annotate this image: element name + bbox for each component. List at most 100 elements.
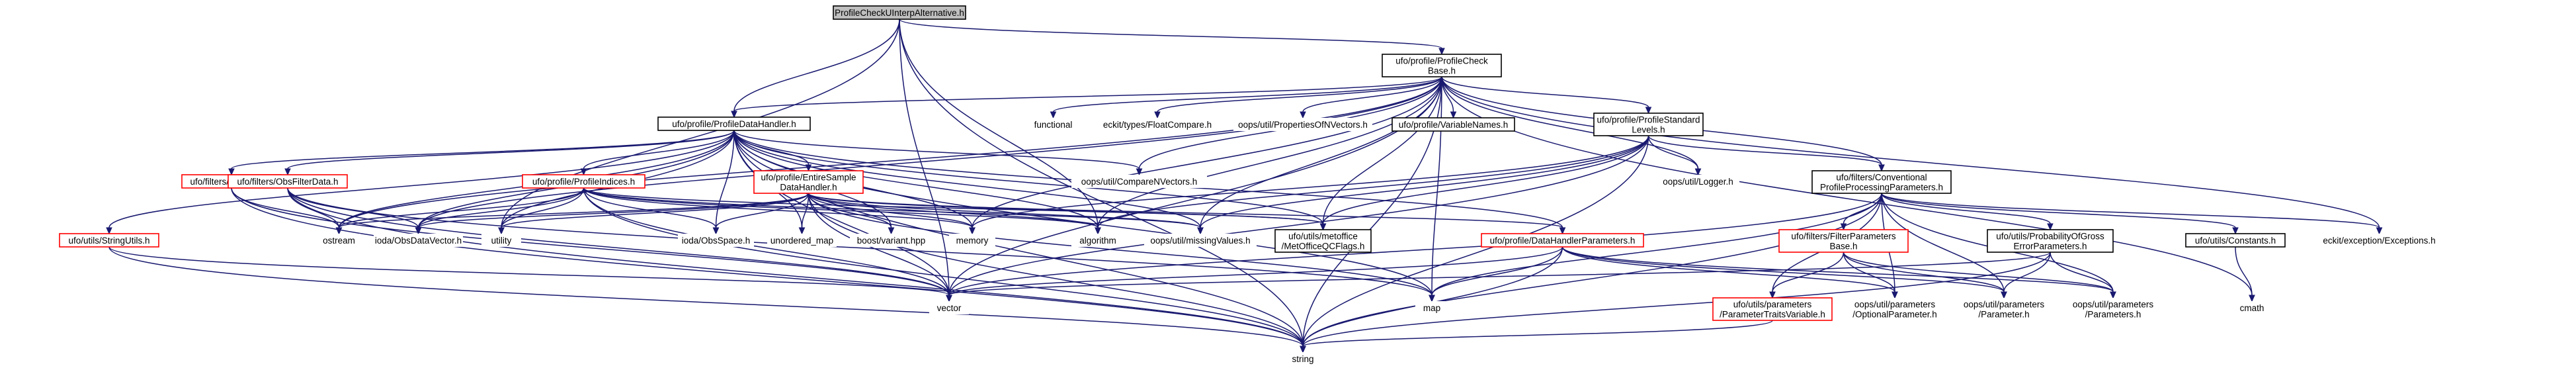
node-pdhp[interactable]: ufo/profile/DataHandlerParameters.h xyxy=(1481,233,1644,248)
edge-esdh-to-string xyxy=(808,193,1306,353)
edge-pcb-to-psl xyxy=(1441,76,1652,115)
node-label: oops/util/missingValues.h xyxy=(1150,236,1250,246)
node-label: Base.h xyxy=(1428,66,1456,76)
node-label: ioda/ObsDataVector.h xyxy=(375,236,462,246)
node-cmpnv: oops/util/CompareNVectors.h xyxy=(1071,175,1207,188)
node-label: ProfileCheckUInterpAlternative.h xyxy=(835,8,964,18)
node-label: eckit/exception/Exceptions.h xyxy=(2323,236,2435,246)
node-label: utility xyxy=(491,236,512,246)
node-map: map xyxy=(1415,301,1448,314)
edge-pcb-to-pdh xyxy=(731,76,1442,118)
node-label: eckit/types/FloatCompare.h xyxy=(1103,120,1212,130)
node-memory: memory xyxy=(949,234,995,247)
node-pidx[interactable]: ufo/profile/ProfileIndices.h xyxy=(522,174,645,189)
node-label: oops/util/Logger.h xyxy=(1663,177,1733,187)
edge-pcb-to-functional xyxy=(1050,76,1442,119)
node-label: ufo/utils/Constants.h xyxy=(2195,236,2276,246)
edge-esdh-to-iodaodv xyxy=(415,193,810,235)
node-metqc[interactable]: ufo/utils/metoffice/MetOfficeQCFlags.h xyxy=(1274,229,1372,253)
node-label: algorithm xyxy=(1079,236,1116,246)
node-obsfd[interactable]: ufo/filters/ObsFilterData.h xyxy=(228,174,348,189)
edge-pdhp-to-map xyxy=(1429,246,1563,302)
node-consts[interactable]: ufo/utils/Constants.h xyxy=(2185,233,2286,248)
node-varnames[interactable]: ufo/profile/VariableNames.h xyxy=(1392,117,1515,132)
node-label: map xyxy=(1423,303,1440,313)
edge-pcb-to-floatcmp xyxy=(1154,76,1442,119)
node-probge[interactable]: ufo/utils/ProbabilityOfGrossErrorParamet… xyxy=(1987,229,2114,253)
edge-pcb-to-metqc xyxy=(1319,76,1442,231)
edge-consts-to-cmath xyxy=(2235,246,2255,302)
node-label: ufo/filters/Conventional xyxy=(1836,173,1927,183)
node-pdh[interactable]: ufo/profile/ProfileDataHandler.h xyxy=(657,116,811,131)
edge-ptv-to-string xyxy=(1300,320,1773,353)
edge-esdh-to-ostream xyxy=(335,193,810,235)
node-label: vector xyxy=(937,303,962,313)
edge-esdh-to-algorithm xyxy=(808,193,1101,235)
node-label: ufo/filters/FilterParameters xyxy=(1791,232,1896,242)
node-functional: functional xyxy=(1028,118,1078,131)
edge-pdh-to-ufovars xyxy=(228,130,735,176)
node-label: ufo/profile/ProfileCheck xyxy=(1395,56,1488,66)
node-string: string xyxy=(1283,352,1323,365)
node-label: ufo/utils/StringUtils.h xyxy=(68,236,149,246)
edge-esdh-to-iodaos xyxy=(712,193,810,235)
node-eckitexc: eckit/exception/Exceptions.h xyxy=(2311,234,2447,247)
node-strutils[interactable]: ufo/utils/StringUtils.h xyxy=(59,233,159,248)
node-label: unordered_map xyxy=(770,236,833,246)
node-label: ErrorParameters.h xyxy=(2013,242,2087,252)
node-label: Levels.h xyxy=(1632,125,1665,135)
node-label: /OptionalParameter.h xyxy=(1852,310,1937,320)
edge-pcb-to-map xyxy=(1429,76,1442,302)
node-utility: utility xyxy=(481,234,521,247)
node-ptv[interactable]: ufo/utils/parameters/ParameterTraitsVari… xyxy=(1712,297,1833,321)
node-logger: oops/util/Logger.h xyxy=(1657,175,1739,188)
node-label: oops/util/parameters xyxy=(2073,300,2154,310)
node-label: cmath xyxy=(2240,303,2264,313)
node-root[interactable]: ProfileCheckUInterpAlternative.h xyxy=(833,5,966,20)
node-label: ufo/profile/ProfileDataHandler.h xyxy=(672,119,796,129)
node-vector: vector xyxy=(929,301,969,314)
node-label: oops/util/CompareNVectors.h xyxy=(1081,177,1198,187)
node-algorithm: algorithm xyxy=(1071,234,1124,247)
node-label: ostream xyxy=(323,236,355,246)
node-params: oops/util/parameters/Parameters.h xyxy=(2063,298,2163,320)
node-cmath: cmath xyxy=(2232,301,2272,314)
node-label: /Parameters.h xyxy=(2085,310,2141,320)
edge-pdhp-to-param xyxy=(1561,246,2007,299)
node-optparam: oops/util/parameters/OptionalParameter.h xyxy=(1845,298,1944,320)
edge-psl-to-cppp xyxy=(1647,135,1885,172)
edge-pcb-to-vector xyxy=(946,76,1442,302)
node-label: string xyxy=(1292,354,1313,364)
node-label: ufo/utils/metoffice xyxy=(1288,232,1358,242)
edge-pdh-to-strutils xyxy=(106,130,735,235)
edge-cppp-to-consts xyxy=(1881,193,2239,235)
edge-esdh-to-missing xyxy=(808,193,1204,235)
edge-root-to-pcb xyxy=(899,19,1445,56)
node-param: oops/util/parameters/Parameter.h xyxy=(1954,298,2054,320)
node-bvariant: boost/variant.hpp xyxy=(850,234,933,247)
node-iodaodv: ioda/ObsDataVector.h xyxy=(374,234,463,247)
edge-probge-to-params xyxy=(2050,252,2116,299)
node-label: ufo/profile/EntireSample xyxy=(761,173,856,183)
edge-psl-to-logger xyxy=(1647,135,1702,176)
node-label: oops/util/parameters xyxy=(1854,300,1936,310)
node-label: oops/util/PropertiesOfNVectors.h xyxy=(1238,120,1368,130)
edge-fpb-to-ptv xyxy=(1769,252,1845,299)
edge-cppp-to-eckitexc xyxy=(1881,193,2383,235)
node-propnv: oops/util/PropertiesOfNVectors.h xyxy=(1233,118,1372,131)
edge-esdh-to-memory xyxy=(808,193,976,235)
node-label: oops/util/parameters xyxy=(1964,300,2045,310)
edge-obsfd-to-ostream xyxy=(287,187,343,235)
node-label: ProfileProcessingParameters.h xyxy=(1820,183,1943,193)
edge-probge-to-vector xyxy=(946,252,2051,302)
node-floatcmp: eckit/types/FloatCompare.h xyxy=(1101,118,1214,131)
node-label: /Parameter.h xyxy=(1978,310,2029,320)
node-ostream: ostream xyxy=(317,234,360,247)
node-label: DataHandler.h xyxy=(780,183,837,193)
node-cppp[interactable]: ufo/filters/ConventionalProfileProcessin… xyxy=(1811,170,1952,194)
